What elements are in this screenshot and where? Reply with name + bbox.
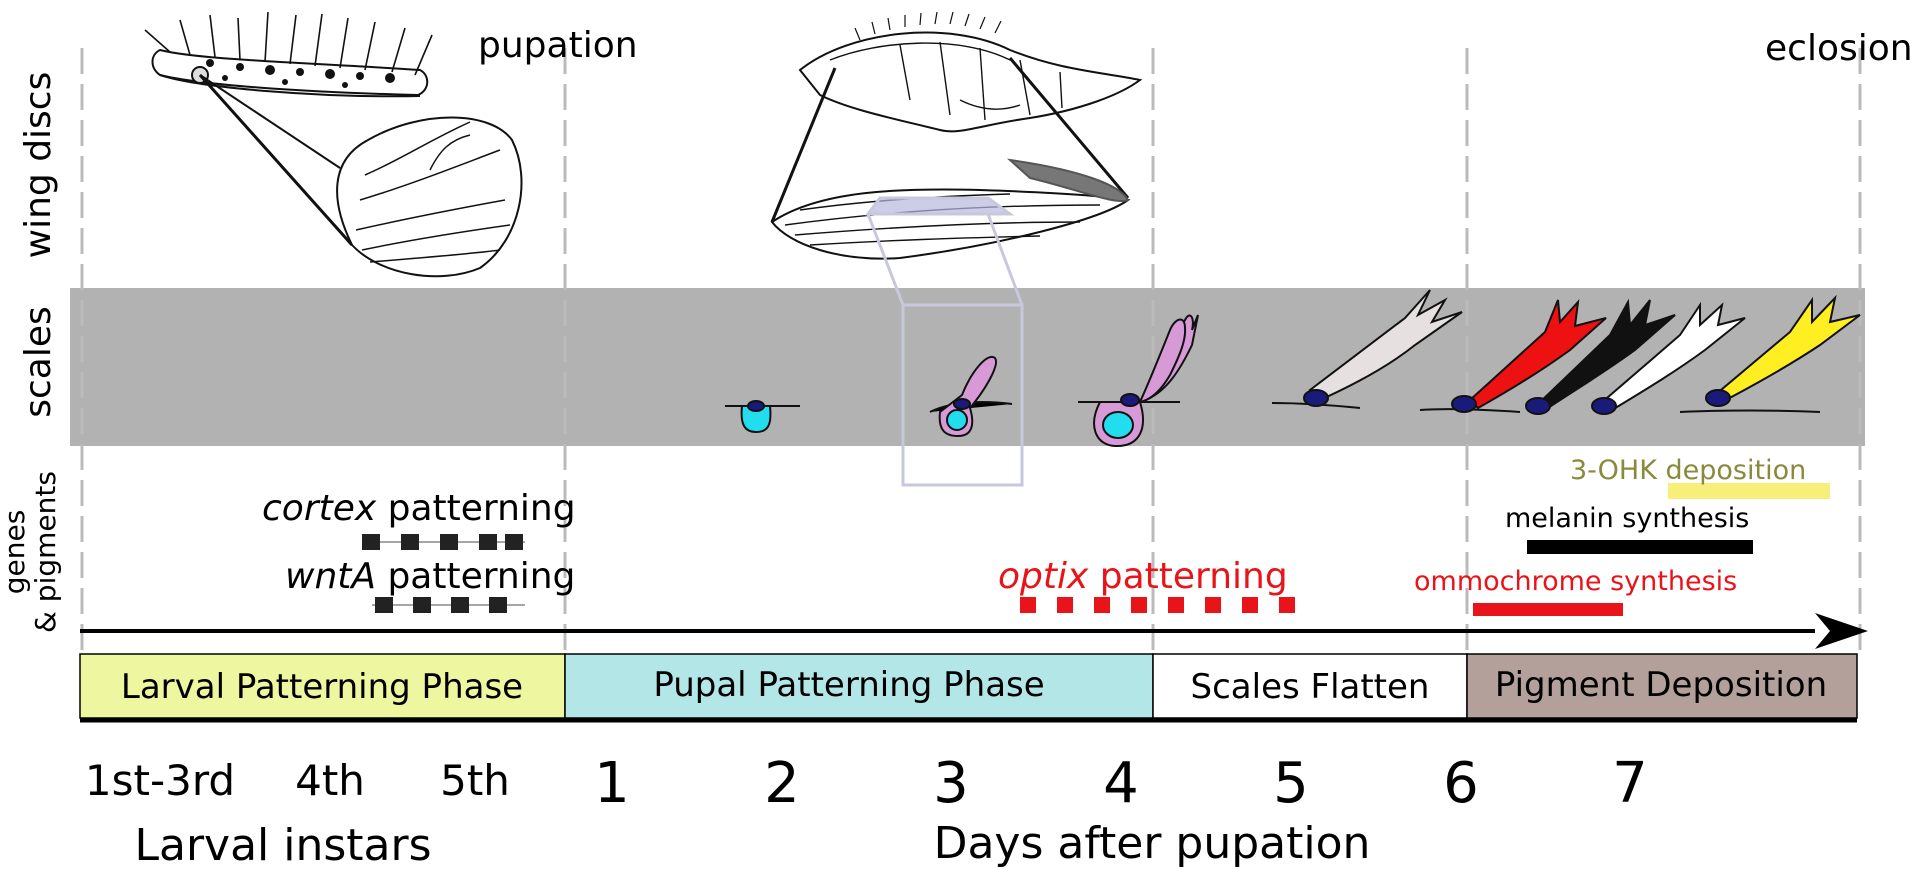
wntA-patterning-label: wntA patterning xyxy=(285,556,575,597)
row-label-genes: genes xyxy=(0,510,31,595)
ommochrome-synthesis-label: ommochrome synthesis xyxy=(1414,566,1737,597)
tick-5th: 5th xyxy=(440,756,510,805)
tick-day-7: 7 xyxy=(1612,751,1648,816)
optix-patterning-label: optix patterning xyxy=(998,556,1288,597)
scale-white xyxy=(1598,301,1746,412)
tick-4th: 4th xyxy=(295,756,365,805)
pupation-label: pupation xyxy=(478,25,638,66)
wntA-pattern-bar xyxy=(372,597,525,613)
tick-day-3: 3 xyxy=(933,751,969,816)
row-label-scales: scales xyxy=(18,306,59,418)
cortex-pattern-bar xyxy=(362,534,525,550)
phase-scales-flatten xyxy=(1152,653,1468,719)
melanin-synthesis-label: melanin synthesis xyxy=(1505,503,1749,534)
melanin-bar xyxy=(1527,540,1753,554)
row-label-wing-discs: wing discs xyxy=(18,72,59,259)
scale-black xyxy=(1536,298,1676,412)
flat-scales xyxy=(1271,289,1861,415)
tick-day-6: 6 xyxy=(1443,751,1479,816)
phase-bar: Larval Patterning Phase Pupal Patterning… xyxy=(79,653,1858,723)
days-after-pupation-label: Days after pupation xyxy=(934,818,1371,869)
phase-larval xyxy=(79,653,566,719)
ohk-highlight xyxy=(1668,483,1830,499)
larval-tick-labels: 1st-3rd 4th 5th xyxy=(85,756,510,805)
scale-white-grey xyxy=(1308,289,1463,402)
ohk-deposition-label: 3-OHK deposition xyxy=(1570,455,1806,486)
phase-pupal xyxy=(564,653,1154,719)
tick-day-5: 5 xyxy=(1273,751,1309,816)
tick-day-1: 1 xyxy=(594,751,630,816)
eclosion-label: eclosion xyxy=(1765,28,1913,69)
tick-day-2: 2 xyxy=(764,751,800,816)
phase-label-pupal: Pupal Patterning Phase xyxy=(653,665,1044,705)
tick-1st-3rd: 1st-3rd xyxy=(85,756,235,805)
ommochrome-bar xyxy=(1473,603,1623,616)
phase-label-larval: Larval Patterning Phase xyxy=(121,667,523,707)
tick-day-4: 4 xyxy=(1103,751,1139,816)
pupa-illustration xyxy=(770,11,1143,260)
scale-red xyxy=(1468,298,1607,410)
phase-label-pigment: Pigment Deposition xyxy=(1495,665,1827,705)
cortex-patterning-label: cortex patterning xyxy=(262,488,576,529)
phase-label-scales: Scales Flatten xyxy=(1191,667,1430,707)
caterpillar-illustration xyxy=(144,11,523,278)
optix-pattern-bar xyxy=(1020,597,1295,613)
zoom-box xyxy=(865,196,1024,487)
row-label-pigments: & pigments xyxy=(29,471,62,633)
time-axis-arrow xyxy=(80,613,1868,649)
scale-cells xyxy=(725,314,1199,448)
larval-instars-label: Larval instars xyxy=(134,820,431,869)
scale-yellow xyxy=(1713,294,1861,404)
day-tick-labels: 1 2 3 4 5 6 7 xyxy=(594,751,1648,816)
phase-guides xyxy=(80,48,1862,652)
